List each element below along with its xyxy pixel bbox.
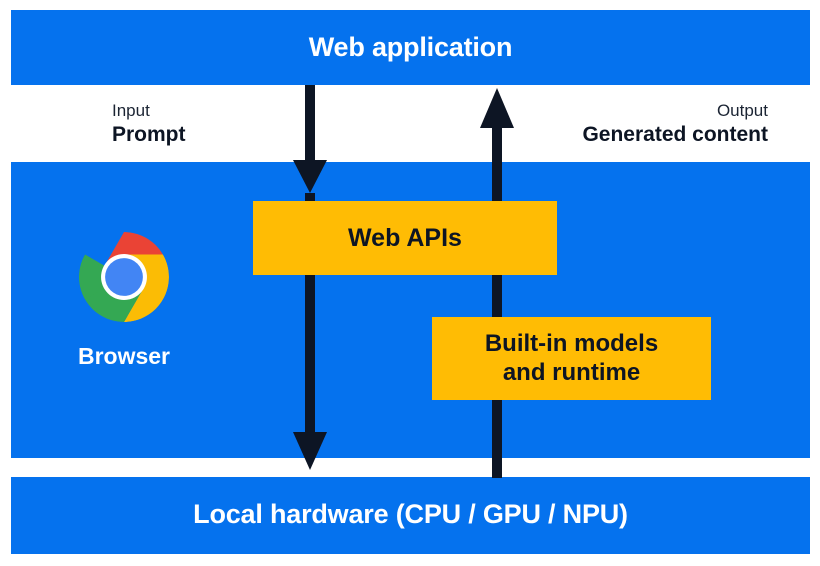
box-builtin-models-label: Built-in models and runtime bbox=[477, 330, 666, 388]
band-local-hardware-label: Local hardware (CPU / GPU / NPU) bbox=[193, 499, 628, 529]
flow-output-value: Generated content bbox=[582, 122, 768, 146]
band-browser-label: Browser bbox=[77, 343, 171, 369]
band-web-application-label: Web application bbox=[308, 32, 513, 62]
box-builtin-models-line2: and runtime bbox=[502, 358, 641, 386]
chrome-logo-icon bbox=[79, 232, 169, 322]
flow-label-input: Input Prompt bbox=[112, 100, 186, 149]
flow-input-kind: Input bbox=[112, 101, 150, 120]
flow-output-kind: Output bbox=[716, 101, 768, 120]
box-web-apis[interactable]: Web APIs bbox=[253, 201, 557, 275]
band-local-hardware: Local hardware (CPU / GPU / NPU) bbox=[11, 477, 810, 554]
box-builtin-models[interactable]: Built-in models and runtime bbox=[432, 317, 711, 400]
flow-label-output: Output Generated content bbox=[582, 100, 768, 149]
flow-input-value: Prompt bbox=[112, 122, 186, 146]
box-web-apis-label: Web APIs bbox=[348, 223, 462, 252]
box-builtin-models-line1: Built-in models bbox=[484, 329, 659, 357]
band-web-application: Web application bbox=[11, 10, 810, 85]
